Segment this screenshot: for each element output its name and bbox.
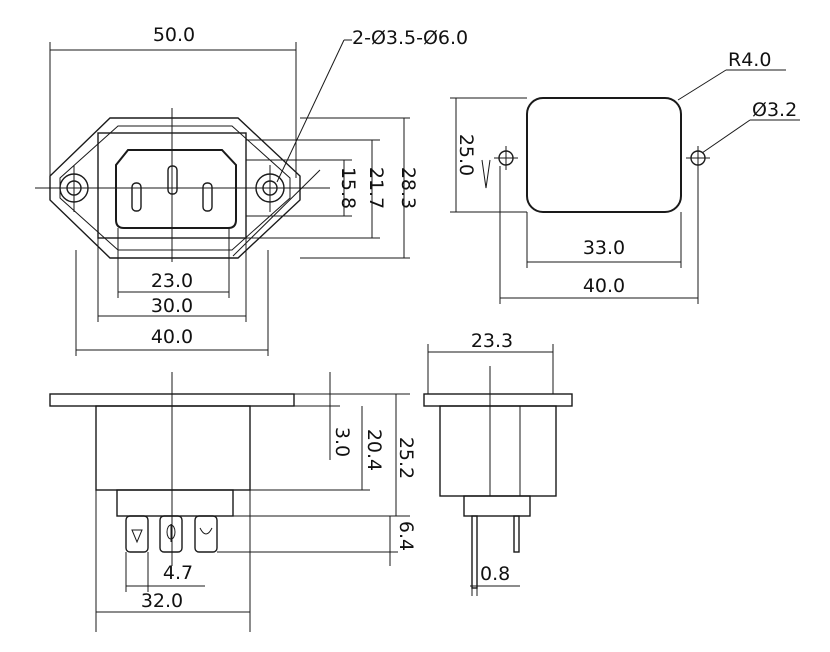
dim-front-height-inner: 15.8 (337, 167, 359, 209)
dim-side-flange-thickness: 3.0 (331, 427, 353, 457)
dim-side-pin-length: 6.4 (395, 521, 417, 551)
dim-side-total-width: 32.0 (141, 590, 183, 612)
side-body (95, 405, 251, 491)
dim-cutout-width-inner: 33.0 (583, 237, 625, 259)
side-view: 3.0 20.4 25.2 6.4 4.7 32.0 (49, 372, 417, 632)
dim-front-width-outer: 40.0 (151, 326, 193, 348)
end-pin-right (513, 515, 520, 553)
end-pin-left (471, 515, 478, 589)
side-terminal-center (159, 515, 183, 553)
dim-front-overall-width: 50.0 (153, 24, 195, 46)
cutout-view: 25.0 R4.0 Ø3.2 33.0 40.0 (450, 49, 800, 304)
cutout-outline (526, 97, 682, 213)
side-terminal-left (125, 515, 149, 553)
front-view: 50.0 2-Ø3.5-Ø6.0 15.8 21.7 28.3 23.0 30.… (35, 24, 468, 356)
dim-end-pin-thickness: 0.8 (480, 563, 510, 585)
side-rear-base (116, 489, 234, 517)
dim-cutout-width-outer: 40.0 (583, 275, 625, 297)
dim-cutout-hole: Ø3.2 (752, 99, 797, 121)
dim-front-width-mid: 30.0 (151, 295, 193, 317)
dim-corner-radius: R4.0 (728, 49, 771, 71)
dim-side-pin-pitch: 4.7 (163, 562, 193, 584)
dim-side-total-depth: 25.2 (395, 437, 417, 479)
dim-hole-callout: 2-Ø3.5-Ø6.0 (352, 27, 468, 49)
front-pin-left (131, 182, 142, 212)
front-socket-cavity (115, 149, 237, 229)
dim-end-width: 23.3 (471, 330, 513, 352)
end-rear-base (463, 495, 531, 517)
end-body (439, 405, 557, 497)
end-flange (423, 393, 573, 407)
dim-side-body-depth: 20.4 (363, 429, 385, 471)
dim-front-width-inner: 23.0 (151, 270, 193, 292)
front-pin-right (202, 182, 213, 212)
end-view: 23.3 0.8 (423, 330, 573, 596)
dim-front-height-outer: 28.3 (397, 167, 419, 209)
dim-front-height-mid: 21.7 (365, 167, 387, 209)
dim-cutout-height: 25.0 (455, 134, 477, 176)
front-flange-outline (49, 117, 301, 259)
side-terminal-right (194, 515, 218, 553)
